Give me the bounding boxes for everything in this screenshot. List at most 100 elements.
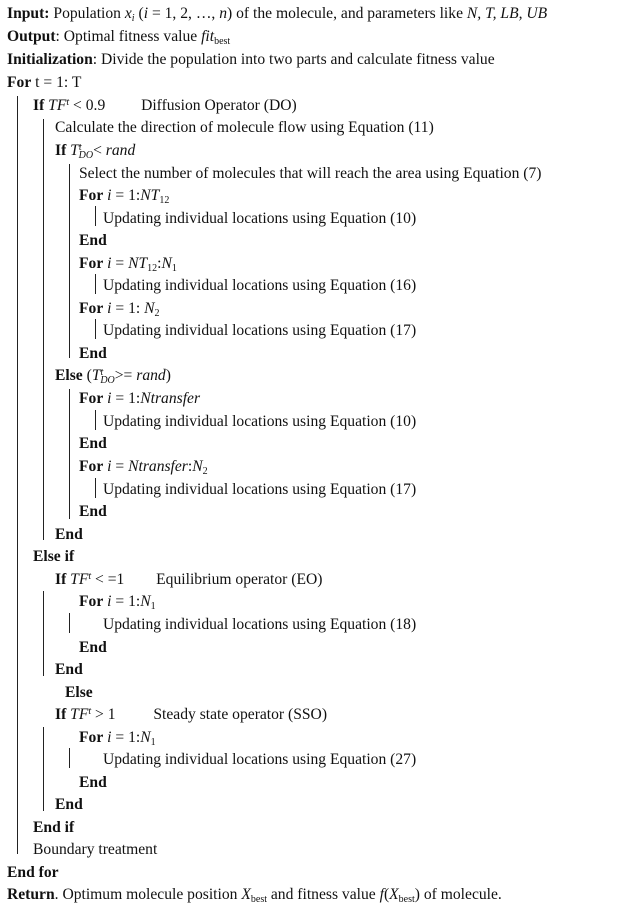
- else1-open: (: [86, 367, 92, 384]
- update-eq16-text: Updating individual locations using Equa…: [103, 277, 417, 294]
- for6-i: i: [107, 593, 112, 610]
- scope-bar-for-n1-eo: [69, 613, 70, 633]
- for5-n2sub: 2: [202, 466, 208, 477]
- if1-cond: < 0.9: [69, 97, 106, 114]
- scope-bar-else-tdo: [69, 389, 70, 519]
- return-close: ) of molecule.: [414, 886, 502, 903]
- if4-operator-name: Steady state operator (SSO): [153, 706, 328, 723]
- for-t-keyword: For: [7, 74, 32, 91]
- scope-bar-for-nt12-n1: [95, 274, 96, 294]
- for5-n: Ntransfer: [128, 458, 188, 475]
- end-if-line: End if: [33, 819, 74, 837]
- end-keyword: End: [79, 435, 107, 452]
- for4-keyword: For: [79, 390, 104, 407]
- end-for-line: End for: [7, 864, 59, 882]
- end-keyword: End: [55, 661, 83, 678]
- return-x2: X: [389, 886, 399, 903]
- if1-operator-name: Diffusion Operator (DO): [141, 97, 297, 114]
- for7-keyword: For: [79, 729, 104, 746]
- end-line-1: End: [79, 232, 107, 250]
- for3-nsub: 2: [154, 308, 160, 319]
- output-fit-sub: best: [214, 36, 231, 47]
- input-params: N, T, LB, UB: [466, 5, 548, 22]
- end-keyword: End: [79, 774, 107, 791]
- scope-bar-for-ntransfer-n2: [95, 478, 96, 498]
- return-line: Return. Optimum molecule position Xbest …: [7, 886, 502, 905]
- if1-keyword: If: [33, 97, 45, 114]
- scope-bar-if-tf-le1: [43, 591, 44, 676]
- for2-keyword: For: [79, 255, 104, 272]
- end-line-3: End: [79, 435, 107, 453]
- for-nt12-line: For i = 1:NT12: [79, 187, 169, 206]
- if4-tf: TF: [70, 706, 89, 723]
- end-keyword: End: [79, 639, 107, 656]
- calc-direction-text: Calculate the direction of molecule flow…: [55, 119, 434, 136]
- input-range: = 1, 2, …,: [151, 5, 216, 22]
- else1-keyword: Else: [55, 367, 83, 384]
- if2-cond: <: [93, 142, 106, 159]
- for-n1-sso-line: For i = 1:N1: [79, 729, 156, 748]
- for2-i: i: [107, 255, 112, 272]
- update-eq17-text: Updating individual locations using Equa…: [103, 322, 417, 339]
- boundary-line: Boundary treatment: [33, 841, 157, 859]
- end-keyword: End: [79, 232, 107, 249]
- end-line-4: End: [79, 503, 107, 521]
- input-i: i: [143, 5, 149, 22]
- scope-bar-for-n2: [95, 319, 96, 339]
- end-line-6: End: [79, 639, 107, 657]
- for-nt12-n1-line: For i = NT12:N1: [79, 255, 177, 274]
- for3-eq: = 1:: [111, 300, 145, 317]
- return-x-sub: best: [250, 894, 267, 905]
- for2-n: N: [161, 255, 172, 272]
- for-ntransfer-line: For i = 1:Ntransfer: [79, 390, 200, 408]
- else-if-keyword: Else if: [33, 548, 75, 565]
- if3-keyword: If: [55, 571, 67, 588]
- for-t-text: t = 1: T: [35, 74, 82, 91]
- scope-bar-for-nt12: [95, 206, 96, 226]
- input-x-sub: i: [131, 13, 135, 24]
- return-f: f: [379, 886, 384, 903]
- update-eq17-line-b: Updating individual locations using Equa…: [103, 481, 416, 499]
- update-eq16-line: Updating individual locations using Equa…: [103, 277, 416, 295]
- else1-sup: t: [100, 367, 104, 378]
- if2-keyword: If: [55, 142, 67, 159]
- if4-cond: > 1: [91, 706, 116, 723]
- else-line: Else: [65, 684, 93, 702]
- update-eq10-line-b: Updating individual locations using Equa…: [103, 413, 416, 431]
- end-keyword: End: [79, 345, 107, 362]
- if3-operator-name: Equilibrium operator (EO): [156, 571, 323, 588]
- for1-i: i: [107, 187, 112, 204]
- input-text: Population: [53, 5, 121, 22]
- update-eq17-text: Updating individual locations using Equa…: [103, 481, 417, 498]
- for5-i: i: [107, 458, 112, 475]
- end-keyword: End: [79, 503, 107, 520]
- if-tf-le1-line: If TFt < =1 Equilibrium operator (EO): [55, 571, 322, 589]
- for-t-line: For t = 1: T: [7, 74, 81, 92]
- for1-eq: = 1:: [111, 187, 141, 204]
- for2-nsub: 1: [171, 263, 177, 274]
- for2-sub: 12: [147, 263, 158, 274]
- else-tdo-line: Else (TtDO>= rand): [55, 367, 171, 386]
- for1-nt: NT: [140, 187, 160, 204]
- for-n2-line: For i = 1: N2: [79, 300, 160, 319]
- else2-keyword: Else: [65, 684, 93, 701]
- return-text: . Optimum molecule position: [54, 886, 238, 903]
- scope-bar-if-tf-09: [43, 119, 44, 540]
- for6-nsub: 1: [150, 601, 156, 612]
- return-x: X: [241, 886, 251, 903]
- return-text-2: and fitness value: [266, 886, 376, 903]
- scope-bar-for-n1-sso: [69, 748, 70, 768]
- if2-rand: rand: [105, 142, 136, 159]
- for7-nsub: 1: [150, 737, 156, 748]
- if2-t: T: [70, 142, 79, 159]
- else1-t: T: [91, 367, 101, 384]
- calc-direction-line: Calculate the direction of molecule flow…: [55, 119, 434, 137]
- update-eq10-text: Updating individual locations using Equa…: [103, 210, 417, 227]
- else1-rand: rand: [136, 367, 166, 384]
- if-tf-09-line: If TFt < 0.9 Diffusion Operator (DO): [33, 97, 297, 115]
- for3-keyword: For: [79, 300, 104, 317]
- if-tdo-rand-line: If TtDO< rand: [55, 142, 136, 161]
- for7-n: N: [140, 729, 151, 746]
- init-text: : Divide the population into two parts a…: [92, 51, 495, 68]
- scope-bar-if-tdo-rand: [69, 164, 70, 358]
